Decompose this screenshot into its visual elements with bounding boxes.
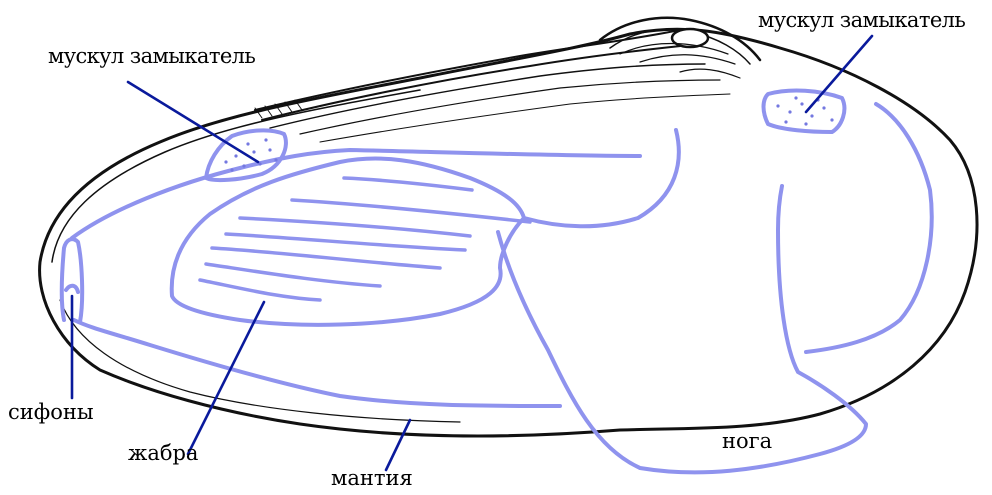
label-gill: жабра [128, 443, 198, 464]
gill-lamellae [200, 178, 530, 300]
anatomy-structures [62, 91, 932, 473]
pointer-muscle-right [806, 36, 872, 112]
label-muscle-left: мускул замыкатель [48, 46, 255, 67]
siphon-inner [66, 286, 78, 292]
pointer-mantle [386, 420, 410, 470]
pointer-gill [188, 302, 264, 454]
label-mantle: мантия [331, 468, 413, 489]
umbo [600, 18, 760, 78]
foot-to-gill [524, 130, 679, 226]
pointer-muscle-left [128, 82, 258, 162]
label-muscle-right: мускул замыкатель [758, 10, 965, 31]
shell [40, 18, 977, 436]
label-siphons: сифоны [8, 402, 94, 423]
muscle-right-outline [764, 91, 845, 132]
label-foot: нога [722, 431, 772, 452]
hinge-line-5 [320, 94, 730, 142]
viscera-right [806, 104, 932, 352]
mantle-line [74, 320, 560, 406]
shell-outline [40, 29, 977, 436]
